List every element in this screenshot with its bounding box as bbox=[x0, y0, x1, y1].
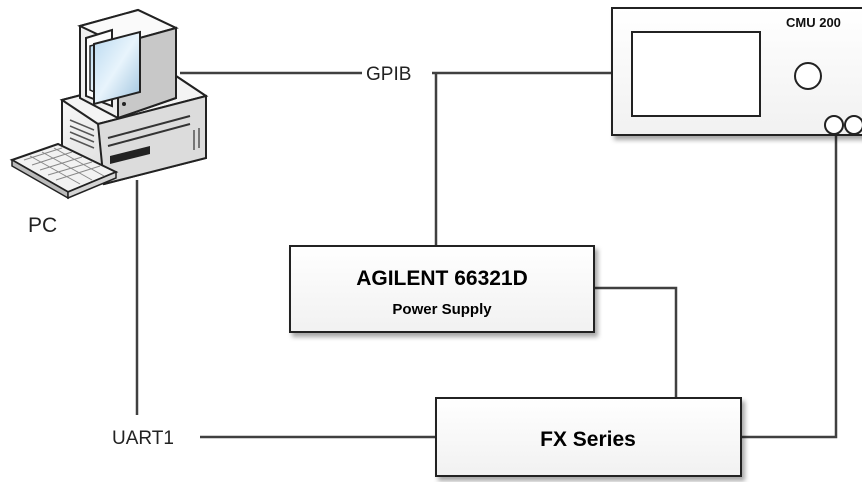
agilent-box bbox=[289, 245, 595, 333]
agilent-title: AGILENT 66321D bbox=[356, 267, 528, 290]
power-wire-fx bbox=[594, 286, 678, 398]
rf-wire-cmu bbox=[741, 135, 838, 439]
cmu-label: CMU 200 bbox=[786, 15, 841, 30]
fx-series-device: FX Series bbox=[435, 397, 742, 477]
cmu-rf-port2-icon bbox=[844, 115, 862, 135]
pc-computer-icon bbox=[9, 8, 209, 200]
fx-series-box bbox=[435, 397, 742, 477]
agilent-power-supply: AGILENT 66321D Power Supply bbox=[289, 245, 595, 333]
cmu-screen bbox=[631, 31, 761, 117]
agilent-subtitle: Power Supply bbox=[392, 301, 492, 318]
cmu-200-instrument: CMU 200 bbox=[611, 7, 862, 136]
gpib-label: GPIB bbox=[366, 64, 411, 85]
pc-label: PC bbox=[28, 214, 57, 237]
cmu-knob-icon bbox=[794, 62, 822, 90]
cmu-rf-port-icon bbox=[824, 115, 844, 135]
fx-series-title: FX Series bbox=[540, 428, 636, 451]
uart-label: UART1 bbox=[112, 428, 174, 449]
connection-lines bbox=[135, 71, 838, 439]
